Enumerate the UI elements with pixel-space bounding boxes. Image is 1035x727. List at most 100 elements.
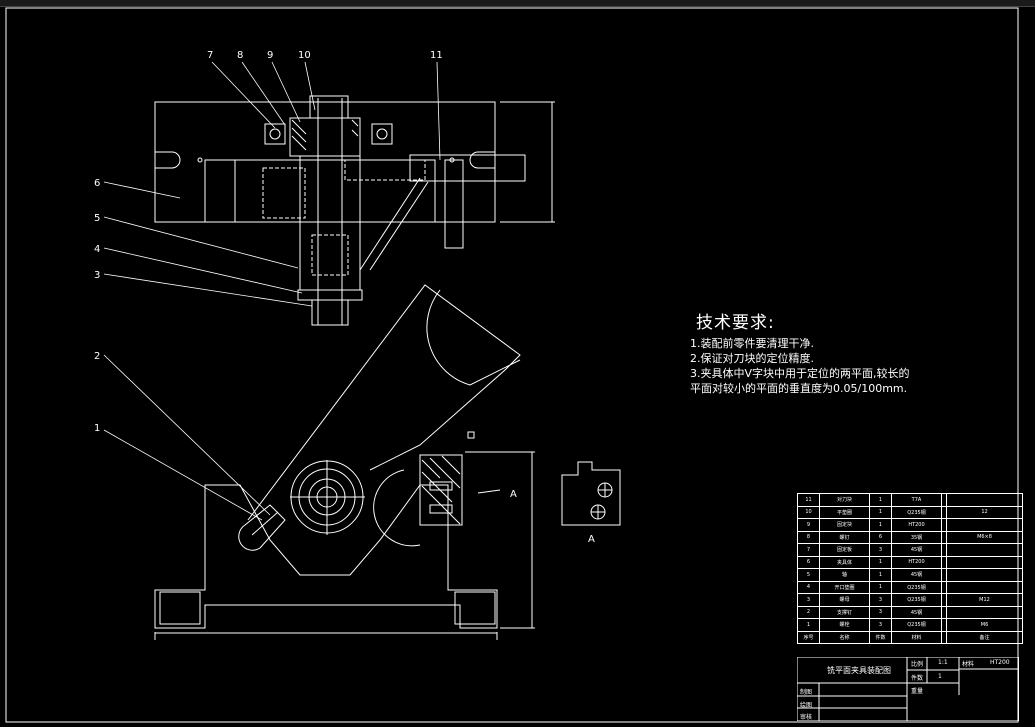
- tech-requirement-line: 平面对较小的平面的垂直度为0.05/100mm.: [690, 382, 908, 395]
- part-number-8: 8: [237, 50, 243, 61]
- part-number-1: 1: [94, 423, 100, 434]
- bom-cell: 备注: [946, 630, 1023, 644]
- bom-cell: Q235钢: [891, 618, 942, 632]
- quantity-label: 件数: [911, 675, 924, 682]
- review-label: 审核: [800, 714, 813, 721]
- bom-cell: 1: [869, 568, 892, 582]
- bom-cell: T7A: [891, 493, 942, 507]
- bom-cell: 1: [869, 493, 892, 507]
- bom-cell: Q235钢: [891, 505, 942, 519]
- bom-cell: 2: [797, 605, 820, 619]
- bom-cell: 轴: [819, 568, 870, 582]
- part-number-5: 5: [94, 213, 100, 224]
- bom-cell: [946, 493, 1023, 507]
- part-number-4: 4: [94, 244, 100, 255]
- bom-cell: Q235钢: [891, 580, 942, 594]
- bom-cell: 1: [869, 505, 892, 519]
- tech-requirements-title: 技术要求:: [696, 313, 775, 333]
- part-number-10: 10: [298, 50, 311, 61]
- view-label-arrow: A: [510, 489, 517, 500]
- bom-cell: 对刀块: [819, 493, 870, 507]
- bom-cell: 45钢: [891, 568, 942, 582]
- bom-cell: 序号: [797, 630, 820, 644]
- bom-cell: 12: [946, 505, 1023, 519]
- part-number-7: 7: [207, 50, 213, 61]
- bom-cell: 1: [869, 555, 892, 569]
- window-title-bar: [0, 0, 1035, 7]
- bom-cell: 固定块: [819, 518, 870, 532]
- bom-cell: 螺栓: [819, 618, 870, 632]
- drawn-label: 制图: [800, 689, 813, 696]
- view-label-detail: A: [588, 534, 595, 545]
- bom-cell: 材料: [891, 630, 942, 644]
- bom-cell: 1: [797, 618, 820, 632]
- bom-cell: 螺母: [819, 593, 870, 607]
- bom-cell: [946, 555, 1023, 569]
- quantity-value: 1: [938, 673, 942, 680]
- front-view: [154, 284, 535, 640]
- scale-value: 1:1: [938, 659, 948, 666]
- bom-cell: 夹具体: [819, 555, 870, 569]
- tech-requirement-line: 3.夹具体中V字块中用于定位的两平面,较长的: [690, 367, 910, 380]
- bom-cell: 35钢: [891, 530, 942, 544]
- material-value: HT200: [990, 659, 1010, 666]
- bom-cell: 3: [869, 605, 892, 619]
- bom-cell: 6: [869, 530, 892, 544]
- bom-cell: [946, 518, 1023, 532]
- bom-cell: HT200: [891, 518, 942, 532]
- bom-cell: 5: [797, 568, 820, 582]
- bom-cell: 9: [797, 518, 820, 532]
- bom-cell: [946, 605, 1023, 619]
- bom-cell: 螺钉: [819, 530, 870, 544]
- drawing-label: 绘图: [800, 702, 813, 709]
- material-label: 材料: [962, 661, 975, 668]
- bom-cell: 3: [869, 618, 892, 632]
- bom-cell: [946, 580, 1023, 594]
- bom-cell: 1: [869, 518, 892, 532]
- scale-label: 比例: [911, 661, 924, 668]
- bom-cell: 10: [797, 505, 820, 519]
- bom-row: 序号名称件数材料备注: [797, 630, 1023, 644]
- bom-cell: 45钢: [891, 605, 942, 619]
- detail-view-a: [561, 461, 621, 526]
- title-block-title: 铣平面夹具装配图: [827, 666, 891, 675]
- part-number-11: 11: [430, 50, 443, 61]
- leader-lines: [103, 61, 441, 521]
- bom-cell: 7: [797, 543, 820, 557]
- part-number-9: 9: [267, 50, 273, 61]
- bom-cell: 3: [869, 593, 892, 607]
- weight-label: 重量: [911, 688, 924, 695]
- bom-cell: 平垫圈: [819, 505, 870, 519]
- title-block: [797, 657, 1019, 721]
- bom-cell: 3: [869, 543, 892, 557]
- top-view: [154, 95, 555, 326]
- part-number-2: 2: [94, 351, 100, 362]
- bom-cell: 件数: [869, 630, 892, 644]
- bom-cell: M12: [946, 593, 1023, 607]
- bom-cell: 1: [869, 580, 892, 594]
- bom-cell: 6: [797, 555, 820, 569]
- tech-requirement-line: 1.装配前零件要清理干净.: [690, 337, 814, 350]
- bom-cell: HT200: [891, 555, 942, 569]
- part-number-6: 6: [94, 178, 100, 189]
- bom-cell: Q235钢: [891, 593, 942, 607]
- bom-cell: 名称: [819, 630, 870, 644]
- bom-cell: 8: [797, 530, 820, 544]
- bom-cell: 4: [797, 580, 820, 594]
- bom-cell: 固定板: [819, 543, 870, 557]
- part-number-3: 3: [94, 270, 100, 281]
- bom-cell: M6×8: [946, 530, 1023, 544]
